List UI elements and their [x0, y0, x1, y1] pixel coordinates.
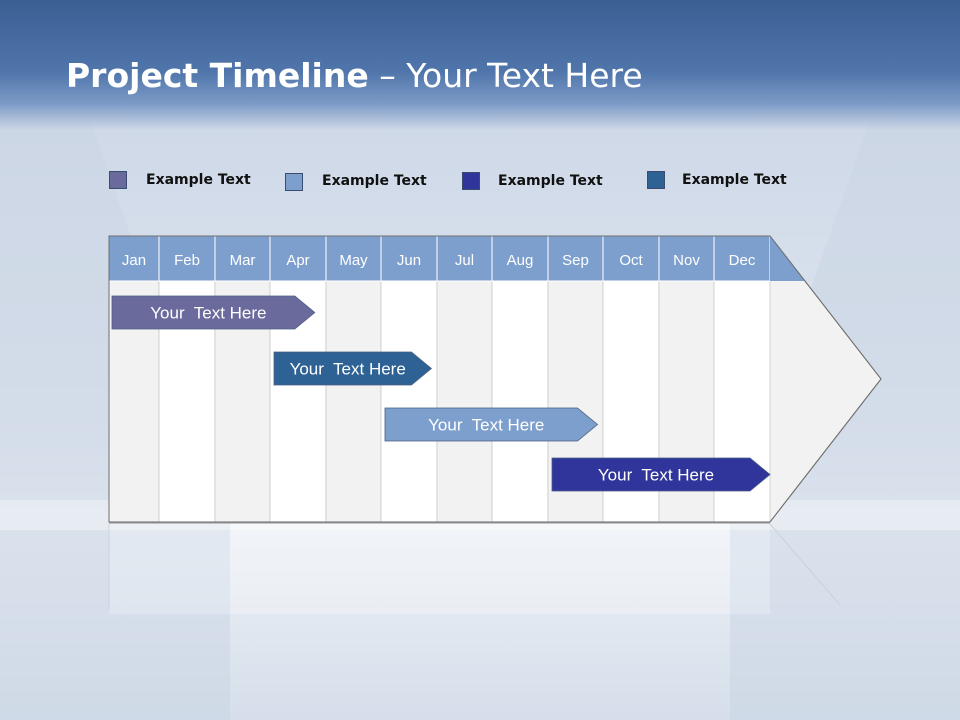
month-header-may — [325, 235, 382, 282]
header-band — [0, 0, 960, 130]
month-label-may: May — [339, 252, 368, 269]
month-header-feb — [158, 235, 216, 282]
month-label-feb: Feb — [174, 252, 200, 269]
legend-label-4: Example Text — [682, 172, 787, 188]
reflection-line-right — [769, 523, 841, 606]
month-header-jan — [108, 235, 160, 282]
month-header-apr — [269, 235, 327, 282]
timeline-bar-1 — [111, 295, 316, 330]
month-label-oct: Oct — [619, 252, 643, 269]
month-column-may — [325, 280, 382, 523]
legend-swatch-3 — [462, 172, 480, 190]
timeline-bar-2 — [273, 351, 433, 386]
legend-swatch-1 — [109, 171, 127, 189]
timeline-outline — [108, 235, 882, 523]
month-label-nov: Nov — [673, 252, 700, 269]
legend-swatch-4 — [647, 171, 665, 189]
month-header-mar — [214, 235, 271, 282]
month-label-sep: Sep — [562, 252, 589, 269]
legend-label-1: Example Text — [146, 172, 251, 188]
month-label-dec: Dec — [729, 252, 756, 269]
legend-swatch-2 — [285, 173, 303, 191]
month-column-jun — [380, 280, 438, 523]
timeline-bar-label-1: Your Text Here — [150, 304, 266, 323]
timeline-bar-3 — [384, 407, 599, 442]
timeline-bar-label-4: Your Text Here — [598, 466, 714, 485]
month-column-aug — [491, 280, 549, 523]
month-header-dec — [713, 235, 771, 282]
title-rest: – Your Text Here — [368, 56, 643, 95]
timeline-bar-label-2: Your Text Here — [290, 360, 406, 379]
month-label-jan: Jan — [122, 252, 146, 269]
title-bold: Project Timeline — [66, 56, 369, 95]
legend-label-3: Example Text — [498, 173, 603, 189]
legend-label-2: Example Text — [322, 173, 427, 189]
month-label-mar: Mar — [230, 252, 256, 269]
month-header-aug — [491, 235, 549, 282]
month-label-jul: Jul — [455, 252, 474, 269]
month-header-nov — [658, 235, 715, 282]
timeline-reflection — [109, 524, 770, 614]
month-header-jul — [436, 235, 493, 282]
month-label-jun: Jun — [397, 252, 421, 269]
month-header-jun — [380, 235, 438, 282]
month-header-sep — [547, 235, 604, 282]
month-column-jul — [436, 280, 493, 523]
timeline-bar-4 — [551, 457, 771, 492]
timeline-bar-label-3: Your Text Here — [428, 416, 544, 435]
month-label-aug: Aug — [507, 252, 534, 269]
page-title: Project Timeline – Your Text Here — [66, 56, 643, 95]
month-label-apr: Apr — [286, 252, 309, 269]
